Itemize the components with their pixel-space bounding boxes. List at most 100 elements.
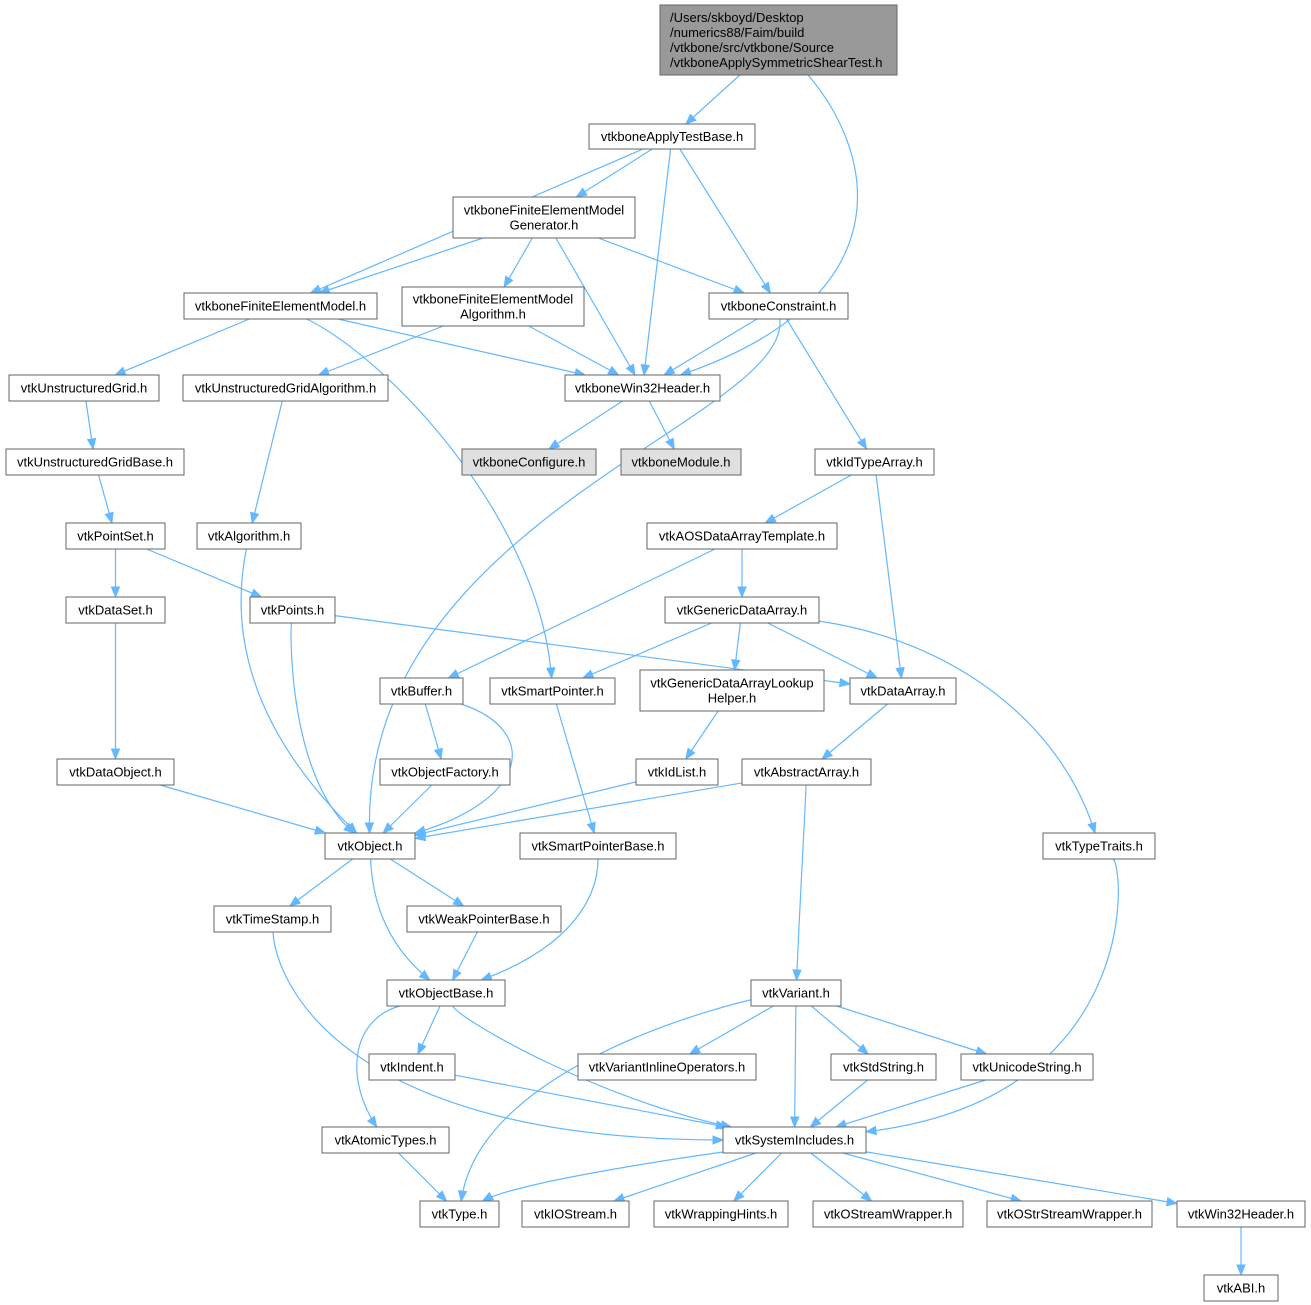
node-applyTestBase[interactable]: vtkboneApplyTestBase.h bbox=[588, 123, 756, 150]
node-objectBase[interactable]: vtkObjectBase.h bbox=[386, 979, 506, 1007]
node-smartPointer[interactable]: vtkSmartPointer.h bbox=[489, 677, 616, 705]
node-label: vtkIdTypeArray.h bbox=[826, 455, 923, 470]
edge-ugBase-to-pointSet bbox=[98, 474, 114, 525]
node-label: vtkVariant.h bbox=[762, 986, 830, 1001]
node-dataSet[interactable]: vtkDataSet.h bbox=[65, 596, 166, 624]
node-box bbox=[588, 123, 756, 150]
node-box bbox=[196, 522, 302, 550]
node-label: vtkboneFiniteElementModel.h bbox=[195, 299, 366, 314]
node-label: vtkAbstractArray.h bbox=[754, 765, 859, 780]
node-label: vtkboneConstraint.h bbox=[721, 299, 837, 314]
edge-object-to-objectBase bbox=[369, 858, 431, 981]
node-abi[interactable]: vtkABI.h bbox=[1203, 1274, 1279, 1302]
node-idTypeArray[interactable]: vtkIdTypeArray.h bbox=[814, 448, 935, 476]
node-genericDataArray[interactable]: vtkGenericDataArray.h bbox=[664, 596, 820, 624]
edge-timeStamp-to-systemIncludes bbox=[272, 931, 725, 1145]
node-typeTraits[interactable]: vtkTypeTraits.h bbox=[1042, 832, 1156, 860]
node-box bbox=[849, 677, 957, 705]
node-box bbox=[814, 448, 935, 476]
edge-variant-to-unicodeString bbox=[836, 1005, 988, 1056]
edge-objectBase-to-indent bbox=[417, 1005, 441, 1056]
edge-ugAlgorithm-to-algorithm bbox=[250, 400, 283, 525]
node-boneWin32Header[interactable]: vtkboneWin32Header.h bbox=[564, 374, 721, 402]
edge-win32Header-to-abi bbox=[1236, 1227, 1246, 1277]
node-unicodeString[interactable]: vtkUnicodeString.h bbox=[960, 1053, 1094, 1081]
node-label: vtkPoints.h bbox=[261, 603, 325, 618]
node-constraint[interactable]: vtkboneConstraint.h bbox=[708, 292, 849, 320]
node-label: vtkOStrStreamWrapper.h bbox=[997, 1207, 1142, 1222]
node-box bbox=[519, 832, 677, 860]
node-label: vtkVariantInlineOperators.h bbox=[589, 1060, 746, 1075]
node-timeStamp[interactable]: vtkTimeStamp.h bbox=[213, 905, 332, 933]
node-objectFactory[interactable]: vtkObjectFactory.h bbox=[379, 758, 511, 786]
node-atomicTypes[interactable]: vtkAtomicTypes.h bbox=[321, 1126, 450, 1154]
node-feModel[interactable]: vtkboneFiniteElementModel.h bbox=[183, 292, 378, 320]
node-box bbox=[213, 905, 332, 933]
edge-dataArray-to-abstractArray bbox=[820, 703, 888, 760]
node-points[interactable]: vtkPoints.h bbox=[249, 596, 336, 624]
node-label: /numerics88/Faim/build bbox=[670, 25, 804, 40]
node-label: vtkGenericDataArrayLookup bbox=[650, 676, 813, 691]
node-label: Generator.h bbox=[510, 218, 579, 233]
node-stdString[interactable]: vtkStdString.h bbox=[830, 1053, 937, 1081]
node-ugAlgorithm[interactable]: vtkUnstructuredGridAlgorithm.h bbox=[182, 374, 389, 402]
edge-constraint-to-idTypeArray bbox=[785, 318, 868, 451]
node-type[interactable]: vtkType.h bbox=[419, 1200, 500, 1228]
node-label: vtkDataSet.h bbox=[78, 603, 152, 618]
node-box bbox=[8, 374, 160, 402]
node-box bbox=[986, 1200, 1153, 1228]
node-box bbox=[577, 1053, 757, 1081]
node-variantInlineOps[interactable]: vtkVariantInlineOperators.h bbox=[577, 1053, 757, 1081]
edge-typeTraits-to-systemIncludes bbox=[864, 858, 1119, 1136]
node-box bbox=[56, 758, 175, 786]
node-object[interactable]: vtkObject.h bbox=[324, 832, 416, 860]
node-weakPointerBase[interactable]: vtkWeakPointerBase.h bbox=[406, 905, 562, 933]
edge-feModelAlgorithm-to-boneWin32Header bbox=[528, 325, 620, 376]
node-label: vtkIOStream.h bbox=[534, 1207, 617, 1222]
node-idList[interactable]: vtkIdList.h bbox=[635, 758, 719, 786]
edge-feModelGenerator-to-constraint bbox=[598, 237, 746, 294]
node-oStreamWrapper[interactable]: vtkOStreamWrapper.h bbox=[812, 1200, 964, 1228]
edge-boneWin32Header-to-boneModule bbox=[648, 400, 675, 451]
node-ioStream[interactable]: vtkIOStream.h bbox=[521, 1200, 630, 1228]
edge-applyTestBase-to-constraint bbox=[679, 148, 772, 295]
node-aosTemplate[interactable]: vtkAOSDataArrayTemplate.h bbox=[646, 522, 838, 550]
node-box bbox=[635, 758, 719, 786]
node-box bbox=[653, 1200, 789, 1228]
node-label: vtkboneApplyTestBase.h bbox=[601, 129, 743, 144]
node-oStrStreamWrapper[interactable]: vtkOStrStreamWrapper.h bbox=[986, 1200, 1153, 1228]
node-label: vtkOStreamWrapper.h bbox=[824, 1207, 952, 1222]
node-variant[interactable]: vtkVariant.h bbox=[750, 979, 842, 1007]
edge-systemIncludes-to-oStrStreamWrapper bbox=[842, 1152, 1023, 1203]
edge-feModel-to-unstructuredGrid bbox=[113, 318, 250, 376]
node-dataObject[interactable]: vtkDataObject.h bbox=[56, 758, 175, 786]
node-dataArray[interactable]: vtkDataArray.h bbox=[849, 677, 957, 705]
node-box bbox=[5, 448, 185, 476]
node-pointSet[interactable]: vtkPointSet.h bbox=[65, 522, 166, 550]
node-algorithm[interactable]: vtkAlgorithm.h bbox=[196, 522, 302, 550]
node-box bbox=[741, 758, 872, 786]
node-label: vtkIdList.h bbox=[648, 765, 707, 780]
node-win32Header[interactable]: vtkWin32Header.h bbox=[1176, 1200, 1306, 1228]
node-box bbox=[620, 448, 742, 476]
node-indent[interactable]: vtkIndent.h bbox=[368, 1053, 456, 1081]
node-unstructuredGrid[interactable]: vtkUnstructuredGrid.h bbox=[8, 374, 160, 402]
node-box bbox=[419, 1200, 500, 1228]
edge-idList-to-object bbox=[413, 781, 637, 838]
node-wrappingHints[interactable]: vtkWrappingHints.h bbox=[653, 1200, 789, 1228]
node-systemIncludes[interactable]: vtkSystemIncludes.h bbox=[722, 1126, 867, 1154]
edge-stdString-to-systemIncludes bbox=[809, 1079, 869, 1128]
edge-feModel-to-boneWin32Header bbox=[337, 318, 587, 378]
edge-feModelGenerator-to-feModel bbox=[317, 237, 484, 295]
node-ugBase[interactable]: vtkUnstructuredGridBase.h bbox=[5, 448, 185, 476]
node-smartPointerBase[interactable]: vtkSmartPointerBase.h bbox=[519, 832, 677, 860]
node-label: vtkUnstructuredGridBase.h bbox=[17, 455, 173, 470]
edge-systemIncludes-to-type bbox=[481, 1151, 724, 1202]
node-label: vtkUnicodeString.h bbox=[972, 1060, 1081, 1075]
node-buffer[interactable]: vtkBuffer.h bbox=[379, 677, 464, 705]
node-box bbox=[646, 522, 838, 550]
node-abstractArray[interactable]: vtkAbstractArray.h bbox=[741, 758, 872, 786]
